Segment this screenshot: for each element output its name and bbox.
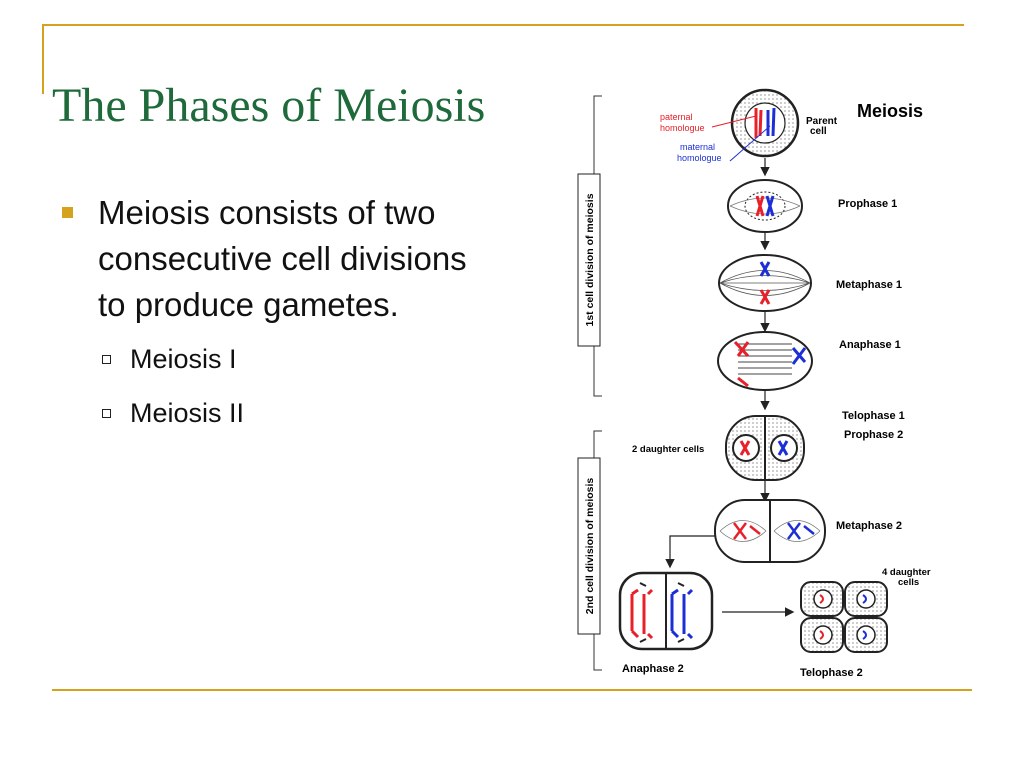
bullet-main-text: Meiosis consists of two consecutive cell…: [98, 194, 467, 323]
side-label-2: 2nd cell division of meiosis: [584, 478, 596, 615]
metaphase-1-cell: Metaphase 1: [718, 254, 902, 312]
maternal-label: maternal: [680, 142, 715, 152]
top-border-line: [42, 24, 964, 26]
prophase-1-cell: Prophase 1: [727, 179, 897, 233]
paternal-label: paternal: [660, 112, 693, 122]
anaphase-1-label: Anaphase 1: [839, 339, 901, 351]
bottom-border-line: [52, 689, 972, 691]
bullet-list: Meiosis consists of two consecutive cell…: [62, 190, 482, 436]
anaphase-2-label: Anaphase 2: [622, 663, 684, 675]
paternal-pointer: [711, 115, 757, 128]
anaphase-2-cells: Anaphase 2: [618, 571, 714, 675]
sub-bullet-text: Meiosis I: [130, 343, 237, 374]
telophase-2-label: Telophase 2: [800, 667, 863, 679]
meiosis-1-bracket: 1st cell division of meiosis: [577, 95, 602, 397]
maternal-label: homologue: [677, 153, 722, 163]
four-daughter-cells: 4 daughter cells Telophase 2: [800, 567, 931, 679]
hollow-square-bullet-icon: [102, 354, 111, 364]
diagram-heading: Meiosis: [857, 101, 923, 121]
parent-label: cell: [810, 126, 827, 137]
prophase-1-label: Prophase 1: [838, 198, 897, 210]
maternal-pointer: [729, 125, 771, 162]
parent-label: Parent: [806, 116, 838, 127]
two-daughter-cells: 2 daughter cells Telophase 1 Prophase 2: [632, 410, 905, 481]
sub-bullet-meiosis-2: Meiosis II: [102, 390, 482, 436]
four-daughter-label: 4 daughter: [882, 567, 931, 578]
four-daughter-label: cells: [898, 577, 919, 588]
prophase-2-label: Prophase 2: [844, 429, 903, 441]
hollow-square-bullet-icon: [102, 408, 111, 418]
two-daughter-label: 2 daughter cells: [632, 444, 704, 455]
anaphase-1-cell: Anaphase 1: [717, 331, 901, 391]
metaphase-2-label: Metaphase 2: [836, 520, 902, 532]
parent-cell: Parent cell: [730, 88, 838, 158]
square-bullet-icon: [62, 207, 73, 218]
meiosis-diagram: 1st cell division of meiosis 2nd cell di…: [577, 88, 931, 679]
sub-bullet-text: Meiosis II: [130, 397, 245, 428]
metaphase-1-label: Metaphase 1: [836, 279, 902, 291]
side-label-1: 1st cell division of meiosis: [584, 193, 596, 326]
sub-bullet-meiosis-1: Meiosis I: [102, 336, 482, 382]
paternal-label: homologue: [660, 123, 705, 133]
bullet-main: Meiosis consists of two consecutive cell…: [62, 190, 482, 328]
meiosis-2-bracket: 2nd cell division of meiosis: [577, 430, 602, 671]
slide-title: The Phases of Meiosis: [52, 79, 486, 132]
metaphase-2-cell: Metaphase 2: [714, 499, 902, 563]
left-border-line: [42, 24, 44, 94]
telophase-1-label: Telophase 1: [842, 410, 905, 422]
